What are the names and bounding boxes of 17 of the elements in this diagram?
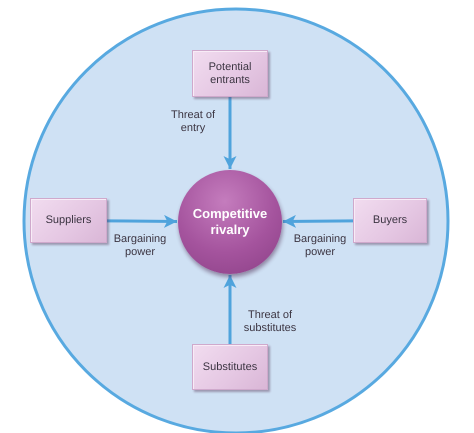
node-label: Competitive rivalry: [192, 206, 268, 238]
node-label: Suppliers: [44, 214, 92, 227]
arrow: [106, 214, 178, 228]
edge-label: Bargaining power: [112, 233, 168, 259]
arrow: [282, 214, 354, 228]
edge-label: Threat of entry: [170, 109, 216, 135]
edge-label: Bargaining power: [292, 233, 348, 259]
edge-label: Threat of substitutes: [242, 309, 298, 335]
force-box: [192, 50, 268, 97]
node-label: Substitutes: [202, 360, 258, 374]
force-box: [192, 344, 268, 390]
node-label: Potential entrants: [208, 60, 252, 86]
force-box: [30, 198, 107, 243]
node-label: Buyers: [372, 214, 408, 227]
arrow: [224, 97, 236, 169]
arrow: [224, 275, 236, 344]
force-box: [353, 198, 427, 243]
